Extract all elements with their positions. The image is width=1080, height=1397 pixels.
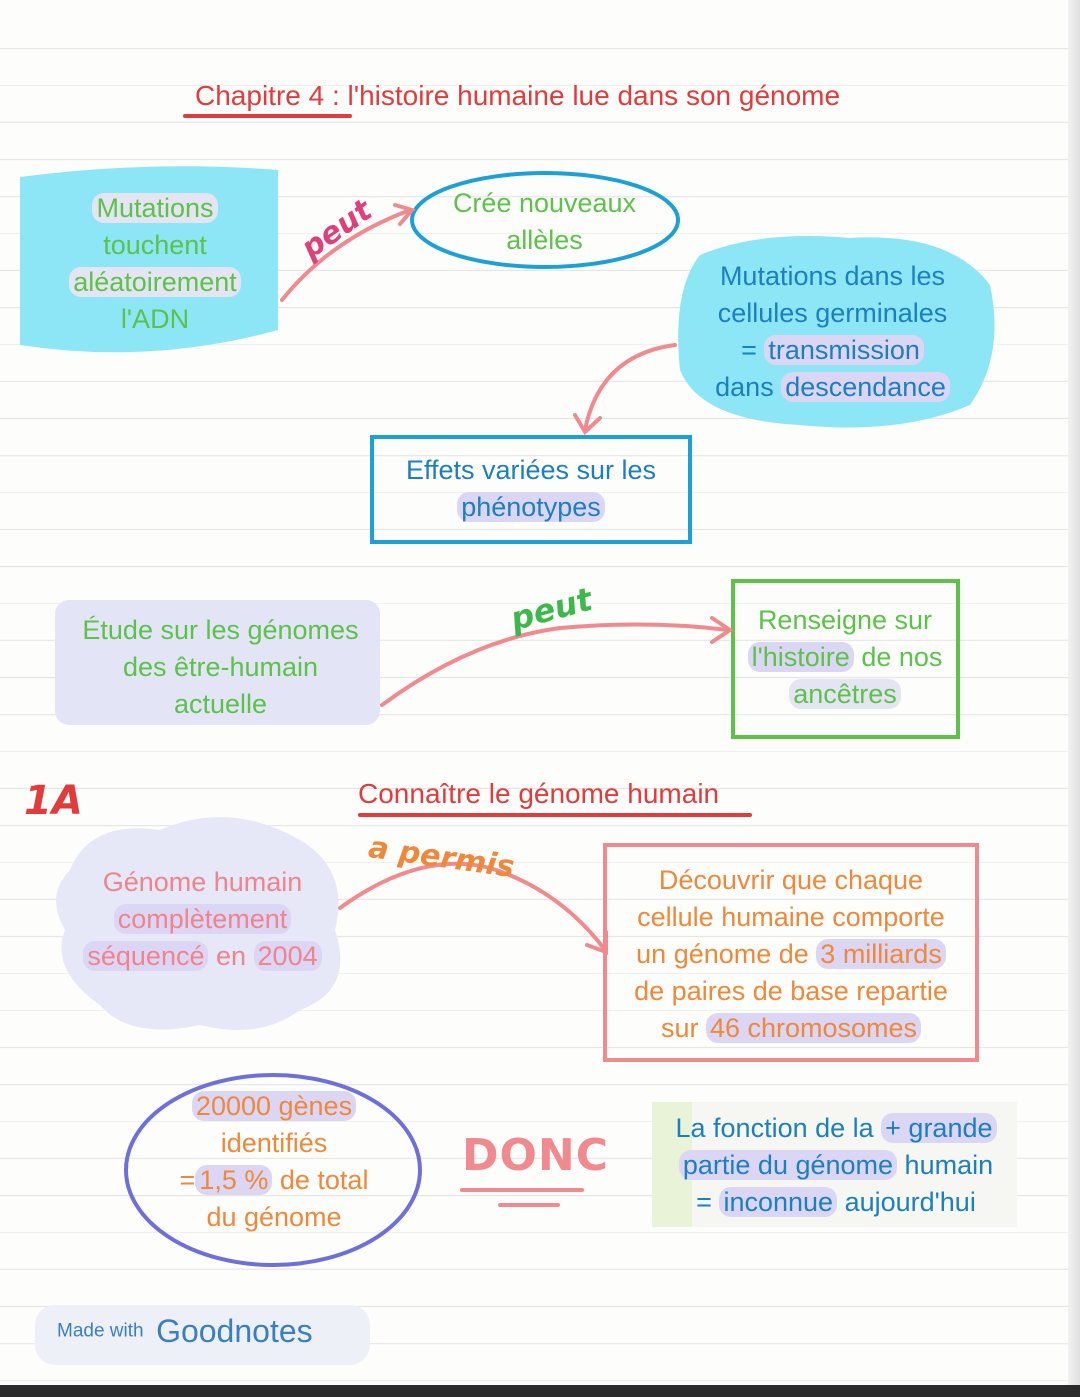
scan-edge-bottom [0,1385,1080,1397]
study-box-shape [55,600,380,725]
discover-line3b: 3 milliards [816,939,946,969]
genes-line3b: 1,5 % [195,1165,273,1195]
donc-underline [460,1188,584,1207]
effects-line1: Effets variées sur les [405,455,657,485]
mutations-note: Mutations touchent aléatoirement l'ADN [30,190,280,338]
study-line1: Étude sur les génomes [82,615,359,645]
discover-line5a: sur [660,1013,706,1043]
function-line1a: La fonction de la [675,1113,882,1143]
scan-edge-right [1068,0,1080,1397]
function-line1b: + grande [881,1113,997,1143]
function-line2a: partie du génome [678,1150,898,1180]
effects-note: Effets variées sur les phénotypes [375,452,687,526]
history-line1: Renseigne sur [757,605,933,635]
function-line3a: = [696,1187,720,1217]
function-line2b: humain [897,1150,994,1180]
arrow-2-head [710,616,734,644]
arrow-germinal-head [573,413,602,436]
donc-label: DONC [462,1130,610,1181]
arrow-1-head [393,203,416,226]
history-note: Renseigne sur l'histoire de nos ancêtres [735,602,955,713]
effects-line2: phénotypes [457,492,605,522]
genome-line3b: en [208,941,254,971]
mutations-line3: aléatoirement [69,267,241,297]
arrow-2 [380,622,730,707]
discover-line2: cellule humaine comporte [637,902,945,932]
genes-line3a: = [179,1165,196,1195]
watermark-pill [35,1305,370,1365]
mutations-line2: touchent [103,230,207,260]
watermark-brand: Goodnotes [156,1313,313,1349]
germinal-line4b: descendance [781,372,950,402]
germinal-line2: cellules germinales [717,298,948,328]
function-note: La fonction de la + grande partie du gén… [652,1110,1020,1221]
alleles-ellipse [410,171,680,269]
discover-note: Découvrir que chaque cellule humaine com… [608,862,974,1047]
germinal-line3b: transmission [764,335,924,365]
study-line2: des être-humain [122,652,319,682]
arrow-germinal [583,343,677,432]
function-line3c: aujourd'hui [837,1187,976,1217]
title-text: : l'histoire humaine lue dans son génome [324,80,841,111]
history-line2a: l'histoire [747,642,854,672]
study-line3: actuelle [173,689,268,719]
history-line3: ancêtres [789,679,901,709]
mutations-line1: Mutations [92,193,218,223]
germinal-line1: Mutations dans les [719,261,946,291]
discover-line1: Découvrir que chaque [658,865,924,895]
arrow-3 [338,861,607,952]
effects-box [370,435,692,544]
watermark-made-with: Made with [57,1320,144,1342]
germinal-line3a: = [741,335,765,365]
genes-line1: 20000 gènes [191,1091,357,1121]
genome-line2: complètement [113,904,292,934]
mutations-line4: l'ADN [120,304,190,334]
title-chapter: Chapitre 4 [195,80,325,111]
section-title: Connaître le génome humain [358,778,720,809]
genome-note: Génome humain complètement séquencé en 2… [65,864,340,975]
genes-line4: du génome [206,1202,342,1232]
study-note: Étude sur les génomes des être-humain ac… [58,612,383,723]
alleles-note: Crée nouveaux allèles [412,185,677,259]
page-title: Chapitre 4 : l'histoire humaine lue dans… [195,80,840,112]
genes-line2: identifiés [220,1128,328,1158]
history-box [731,579,960,739]
germinal-line4a: dans [715,372,782,402]
germinal-note: Mutations dans les cellules germinales =… [690,258,975,406]
discover-line5b: 46 chromosomes [705,1013,922,1043]
arrow-1 [280,208,412,302]
alleles-line1: Crée nouveaux [452,188,637,218]
section-number: 1A [24,778,83,824]
genome-line3a: séquencé [83,941,209,971]
history-line2b: de nos [853,642,943,672]
function-line3b: inconnue [719,1187,838,1217]
arrow-3-head [585,930,608,955]
genes-ellipse [124,1073,422,1267]
genes-line3c: de total [272,1165,369,1195]
genome-line3c: 2004 [253,941,322,971]
discover-line4: de paires de base repartie [634,976,948,1006]
alleles-line2: allèles [506,225,583,255]
goodnotes-watermark: Made with Goodnotes [57,1313,313,1350]
genes-note: 20000 gènes identifiés =1,5 % de total d… [140,1088,408,1236]
genome-line1: Génome humain [102,867,303,897]
discover-line3a: un génome de [636,939,817,969]
